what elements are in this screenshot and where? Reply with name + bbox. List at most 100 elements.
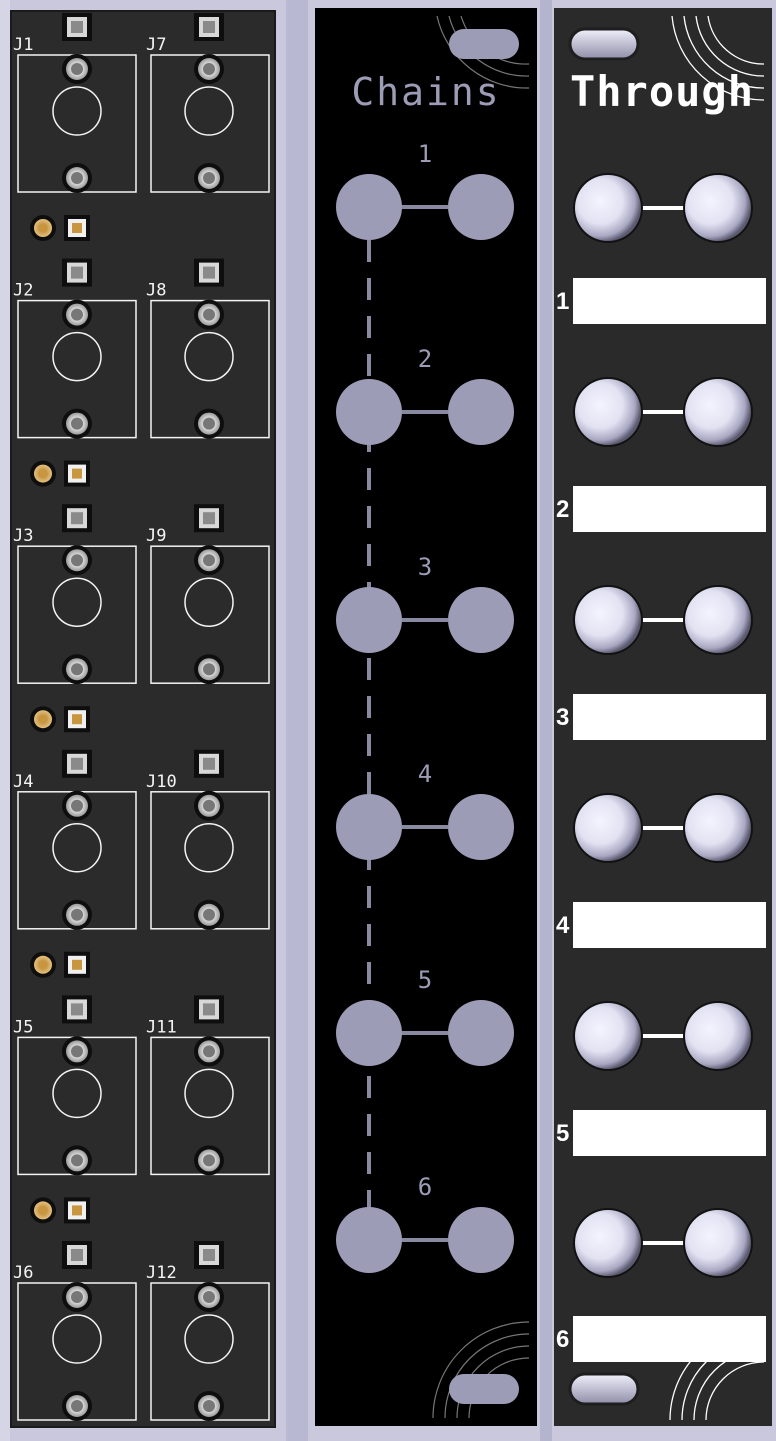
jack-input-3[interactable] — [336, 587, 402, 653]
reference-designator-j2: J2 — [13, 281, 33, 301]
square-pad[interactable] — [62, 258, 92, 287]
jack-body-circle — [184, 331, 234, 382]
jack-right-3[interactable] — [683, 585, 753, 655]
led-footprint[interactable] — [30, 706, 90, 733]
square-pad[interactable] — [62, 1241, 92, 1269]
mounting-hole-bottom — [568, 1372, 640, 1406]
reference-designator-j8: J8 — [146, 281, 166, 301]
jack-pad-bottom[interactable] — [194, 899, 224, 930]
jack-pad-top[interactable] — [194, 545, 224, 576]
jack-output-5[interactable] — [448, 1000, 514, 1066]
jack-pad-top[interactable] — [194, 790, 224, 821]
jack-left-4[interactable] — [573, 793, 643, 863]
decorative-arcs-top — [671, 15, 765, 101]
jack-pad-bottom[interactable] — [62, 408, 92, 439]
jack-pad-bottom[interactable] — [194, 1391, 224, 1421]
channel-number-1: 1 — [418, 140, 432, 168]
jack-pad-bottom[interactable] — [62, 1391, 92, 1421]
jack-right-2[interactable] — [683, 377, 753, 447]
reference-designator-j1: J1 — [13, 35, 33, 55]
jack-pad-bottom[interactable] — [62, 163, 92, 193]
jack-body-circle — [52, 1314, 102, 1364]
reference-designator-j7: J7 — [146, 35, 166, 55]
jack-body-circle — [184, 1068, 234, 1119]
jack-right-6[interactable] — [683, 1208, 753, 1278]
jack-input-4[interactable] — [336, 794, 402, 860]
jack-right-1[interactable] — [683, 173, 753, 243]
mounting-hole-bottom — [449, 1374, 519, 1404]
label-strip-6 — [573, 1316, 766, 1362]
jack-pad-top[interactable] — [194, 54, 224, 84]
square-pad[interactable] — [194, 13, 224, 41]
reference-designator-j4: J4 — [13, 772, 33, 792]
jack-input-2[interactable] — [336, 379, 402, 445]
jack-output-1[interactable] — [448, 174, 514, 240]
jack-pad-bottom[interactable] — [194, 654, 224, 685]
jack-pad-bottom[interactable] — [62, 1145, 92, 1176]
led-footprint[interactable] — [30, 1197, 90, 1224]
jack-output-6[interactable] — [448, 1207, 514, 1273]
chains-title: Chains — [351, 70, 500, 114]
jack-pad-bottom[interactable] — [194, 1145, 224, 1176]
jack-pad-bottom[interactable] — [194, 163, 224, 193]
square-pad[interactable] — [194, 1241, 224, 1269]
channel-number-3: 3 — [418, 553, 432, 581]
label-strip-5 — [573, 1110, 766, 1156]
jack-input-6[interactable] — [336, 1207, 402, 1273]
jack-left-2[interactable] — [573, 377, 643, 447]
square-pad[interactable] — [62, 995, 92, 1024]
jack-pad-top[interactable] — [62, 545, 92, 576]
square-pad[interactable] — [62, 13, 92, 41]
label-strip-4 — [573, 902, 766, 948]
square-pad[interactable] — [62, 749, 92, 778]
square-pad[interactable] — [194, 258, 224, 287]
reference-designator-j10: J10 — [146, 772, 177, 792]
jack-pad-top[interactable] — [194, 1282, 224, 1312]
jack-right-5[interactable] — [683, 1001, 753, 1071]
jack-pad-top[interactable] — [62, 1036, 92, 1067]
jack-pad-bottom[interactable] — [194, 408, 224, 439]
jack-output-4[interactable] — [448, 794, 514, 860]
led-footprint[interactable] — [30, 460, 90, 487]
jack-left-6[interactable] — [573, 1208, 643, 1278]
channel-number-2: 2 — [418, 345, 432, 373]
jack-pad-top[interactable] — [194, 299, 224, 330]
square-pad[interactable] — [194, 995, 224, 1024]
jack-pad-top[interactable] — [62, 299, 92, 330]
square-pad[interactable] — [194, 749, 224, 778]
jack-pad-top[interactable] — [62, 790, 92, 821]
jack-body-circle — [184, 1314, 234, 1364]
reference-designator-j3: J3 — [13, 526, 33, 546]
jack-left-1[interactable] — [573, 173, 643, 243]
square-pad[interactable] — [194, 504, 224, 533]
jack-body-circle — [52, 331, 102, 382]
jack-pad-top[interactable] — [62, 1282, 92, 1312]
jack-body-circle — [184, 577, 234, 627]
jack-output-3[interactable] — [448, 587, 514, 653]
jack-input-1[interactable] — [336, 174, 402, 240]
square-pad[interactable] — [62, 504, 92, 533]
jack-input-5[interactable] — [336, 1000, 402, 1066]
label-strip-1 — [573, 278, 766, 324]
channel-number-4: 4 — [418, 760, 432, 788]
reference-designator-j11: J11 — [146, 1017, 177, 1037]
jack-left-5[interactable] — [573, 1001, 643, 1071]
label-strip-2 — [573, 486, 766, 532]
jack-output-2[interactable] — [448, 379, 514, 445]
jack-left-3[interactable] — [573, 585, 643, 655]
channel-number-5: 5 — [418, 966, 432, 994]
jack-pad-top[interactable] — [62, 54, 92, 84]
channel-number-5: 5 — [556, 1120, 569, 1147]
led-footprint[interactable] — [30, 951, 90, 978]
channel-number-4: 4 — [556, 912, 570, 939]
jack-right-4[interactable] — [683, 793, 753, 863]
jack-pad-bottom[interactable] — [62, 654, 92, 685]
jack-body-circle — [184, 823, 234, 873]
mounting-hole-top — [568, 27, 640, 61]
jack-pad-top[interactable] — [194, 1036, 224, 1067]
jack-pad-bottom[interactable] — [62, 899, 92, 930]
channel-number-6: 6 — [556, 1326, 569, 1353]
led-footprint[interactable] — [30, 215, 90, 241]
